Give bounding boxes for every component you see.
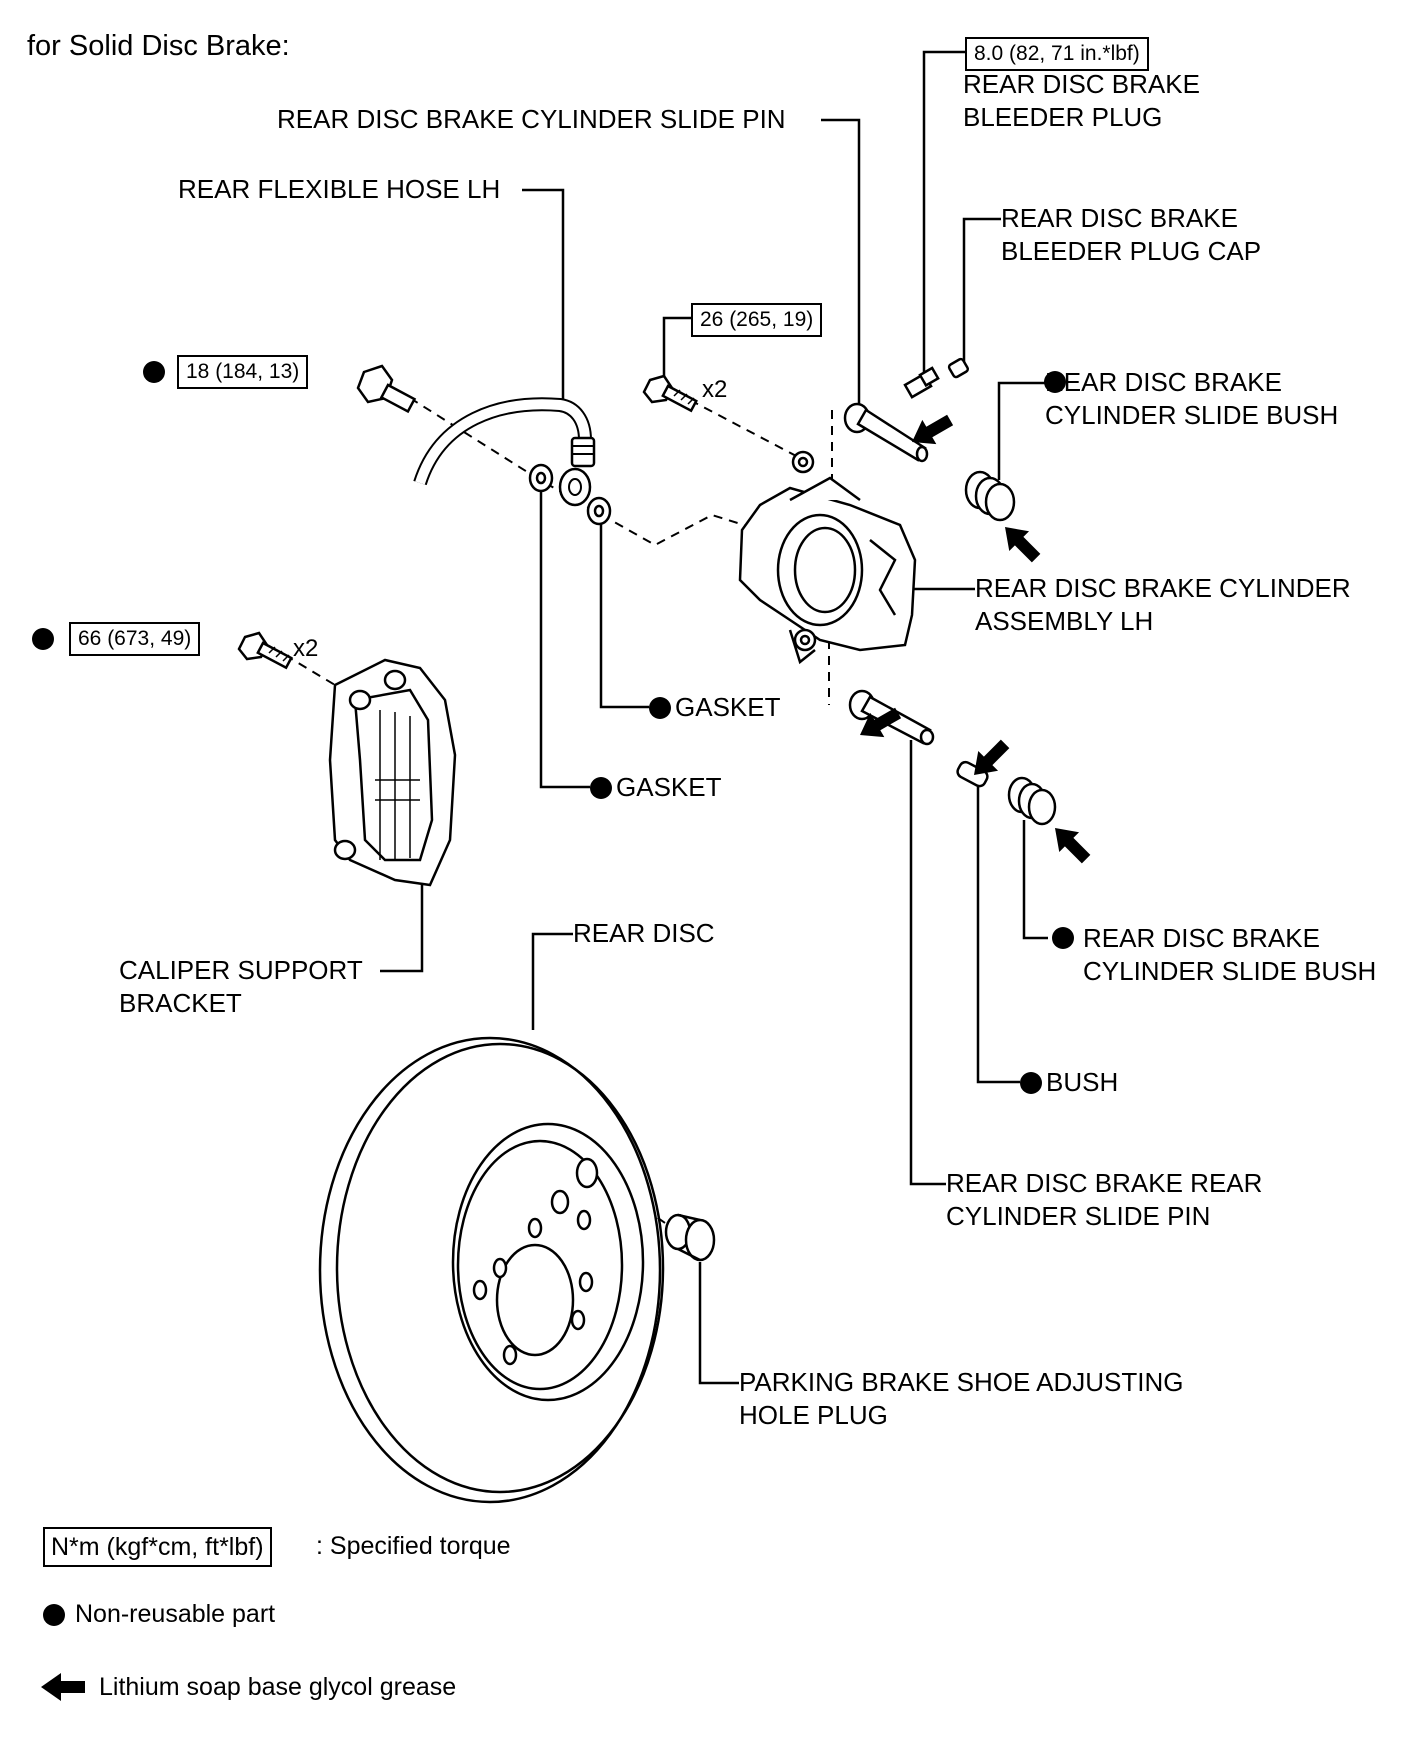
legend-torque-text: : Specified torque xyxy=(316,1532,511,1560)
non-reusable-icon xyxy=(649,697,671,719)
torque-spec-bracket-bolt: 66 (673, 49) xyxy=(69,622,201,656)
rear-disc xyxy=(318,1036,665,1504)
quantity-bracket-bolt: x2 xyxy=(293,635,319,662)
legend-non-reusable: Non-reusable part xyxy=(75,1600,276,1628)
label-bush: BUSH xyxy=(1020,1066,1118,1099)
hole-plug-shape xyxy=(664,1213,716,1262)
non-reusable-icon xyxy=(590,777,612,799)
gasket-shapes xyxy=(528,463,612,526)
non-reusable-icon xyxy=(143,361,165,383)
non-reusable-icon xyxy=(1020,1072,1042,1094)
bleeder-plug-cap xyxy=(947,357,970,379)
cylinder-assembly xyxy=(738,450,917,665)
non-reusable-icon xyxy=(32,628,54,650)
leader-lines xyxy=(380,50,1048,1385)
lower-slide-bush xyxy=(1007,776,1057,826)
label-slide-pin: REAR DISC BRAKE CYLINDER SLIDE PIN xyxy=(277,104,786,134)
upper-slide-bush xyxy=(964,470,1016,522)
flexible-hose xyxy=(413,397,596,507)
legend-grease: Lithium soap base glycol grease xyxy=(99,1673,457,1701)
bleeder-plug xyxy=(903,366,940,399)
legend-torque-box: N*m (kgf*cm, ft*lbf) xyxy=(43,1527,272,1567)
non-reusable-icon xyxy=(1044,371,1066,393)
caliper-support-bracket xyxy=(328,658,457,887)
torque-spec-caliper-bolt: 26 (265, 19) xyxy=(691,303,823,337)
caliper-bolt xyxy=(642,374,698,413)
upper-slide-pin xyxy=(843,402,929,463)
quantity-caliper-bolt: x2 xyxy=(702,376,728,403)
diagram-title: for Solid Disc Brake: xyxy=(27,30,290,62)
union-bolt xyxy=(356,364,417,414)
torque-spec-bleeder-plug: 8.0 (82, 71 in.*lbf) xyxy=(965,37,1149,71)
label-flexible-hose: REAR FLEXIBLE HOSE LH xyxy=(178,174,501,204)
torque-spec-union-bolt: 18 (184, 13) xyxy=(177,355,309,389)
bracket-bolt xyxy=(237,631,293,670)
label-rear-disc: REAR DISC xyxy=(573,918,715,948)
label-gasket-1: GASKET xyxy=(649,691,780,724)
label-gasket-2: GASKET xyxy=(590,771,721,804)
legend-grease-arrow-icon xyxy=(41,1673,85,1701)
non-reusable-icon xyxy=(1052,927,1074,949)
non-reusable-icon xyxy=(43,1604,65,1626)
